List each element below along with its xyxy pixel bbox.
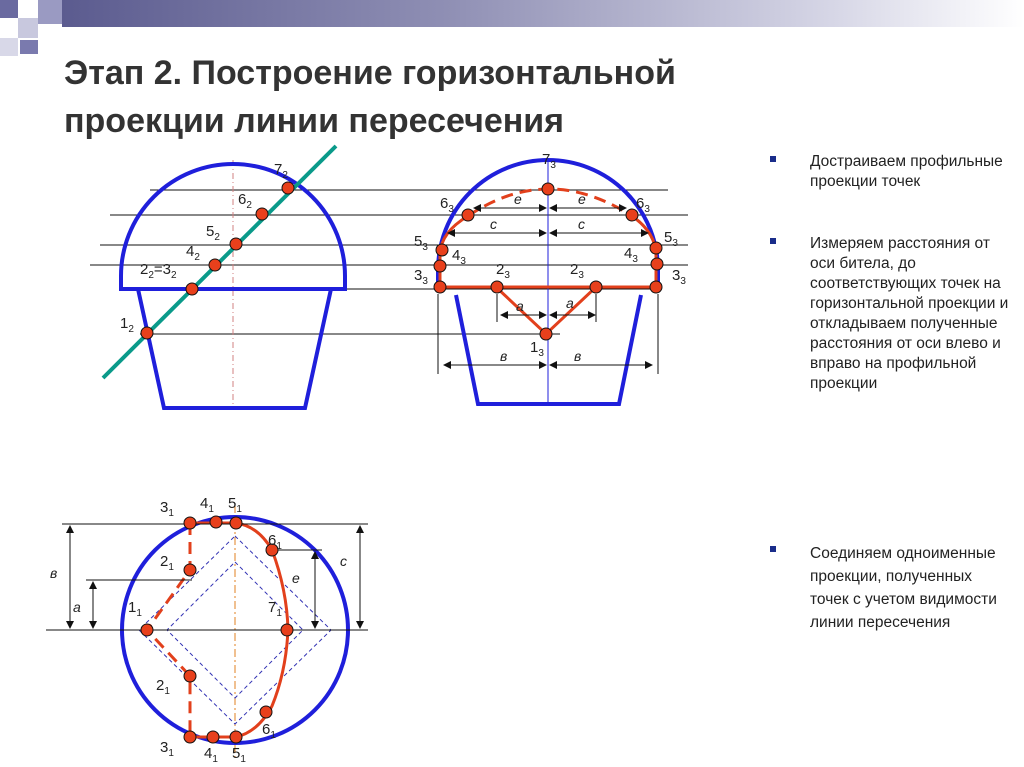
side-dim-c-left-label: с: [490, 216, 497, 232]
front-frustum-outline: [136, 288, 333, 410]
title-line-1: Этап 2. Построение горизонтальной: [64, 54, 676, 92]
corner-square-4: [0, 38, 18, 56]
side-view: е е с с а а в в 73 63 63 53 53 43 43 33 …: [414, 151, 686, 406]
top-dim-b-label: в: [50, 565, 57, 581]
side-point-4-right: [650, 257, 664, 271]
bullet-square-icon: [770, 546, 776, 552]
side-label-1: 13: [530, 339, 544, 359]
corner-square-2: [38, 0, 62, 24]
top-label-4-lower: 41: [204, 745, 218, 765]
side-label-5-left: 53: [414, 233, 428, 253]
corner-square-1: [0, 0, 18, 18]
side-dim-a-right-label: а: [566, 295, 574, 311]
top-point-6-lower: [259, 705, 273, 719]
front-dome-outline: [119, 162, 347, 291]
bullet-square-icon: [770, 156, 776, 162]
top-point-4-lower: [206, 730, 220, 744]
top-label-2-upper: 21: [160, 553, 174, 573]
side-point-5-right: [649, 241, 663, 255]
slide-title: Этап 2. Построение горизонтальной проекц…: [64, 49, 824, 145]
top-dim-c-label: с: [340, 553, 347, 569]
side-point-1: [539, 327, 553, 341]
front-label-4: 42: [186, 243, 200, 263]
front-point-1: [140, 326, 154, 340]
side-dome-outline: [436, 158, 660, 287]
side-dim-e-right-label: е: [578, 191, 586, 207]
top-point-3-upper: [183, 516, 197, 530]
side-label-3-right: 33: [672, 267, 686, 287]
side-point-5-left: [435, 243, 449, 257]
top-label-7: 71: [268, 599, 282, 619]
side-label-2-left: 23: [496, 261, 510, 281]
front-label-5: 52: [206, 223, 220, 243]
top-dim-e-label: е: [292, 570, 300, 586]
top-label-3-upper: 31: [160, 499, 174, 519]
side-label-2-right: 23: [570, 261, 584, 281]
corner-square-5: [20, 40, 38, 54]
side-label-5-right: 53: [664, 229, 678, 249]
side-point-2-right: [589, 280, 603, 294]
front-point-2-3: [185, 282, 199, 296]
side-label-4-left: 43: [452, 247, 466, 267]
front-label-6: 62: [238, 191, 252, 211]
side-section-v: [494, 285, 598, 337]
top-label-5-upper: 51: [228, 495, 242, 515]
side-point-2-left: [490, 280, 504, 294]
side-point-3-right: [649, 280, 663, 294]
side-dim-b-right-label: в: [574, 348, 581, 364]
top-label-6-lower: 61: [262, 721, 276, 741]
top-label-6-upper: 61: [268, 532, 282, 552]
side-label-4-right: 43: [624, 245, 638, 265]
front-view: 72 62 52 42 22=32 12: [101, 144, 347, 410]
title-bar-gradient: [62, 0, 1024, 27]
side-point-4-left: [433, 259, 447, 273]
title-line-2: проекции линии пересечения: [64, 102, 565, 140]
front-point-6: [255, 207, 269, 221]
side-point-6-right: [625, 208, 639, 222]
top-dim-a-label: а: [73, 599, 81, 615]
top-point-2-lower: [183, 669, 197, 683]
side-dim-e-left-label: е: [514, 191, 522, 207]
front-point-4: [208, 258, 222, 272]
top-label-5-lower: 51: [232, 745, 246, 765]
instruction-text-1: Достраиваем профильные проекции точек: [810, 153, 1003, 190]
top-label-1: 11: [128, 599, 142, 619]
side-label-6-left: 63: [440, 195, 454, 215]
top-label-2-lower: 21: [156, 677, 170, 697]
front-point-5: [229, 237, 243, 251]
side-label-6-right: 63: [636, 195, 650, 215]
top-outer-square: [138, 535, 332, 725]
top-point-3-lower: [183, 730, 197, 744]
top-inner-square: [166, 561, 304, 699]
bullet-square-icon: [770, 238, 776, 244]
top-point-6-upper: [265, 543, 279, 557]
side-label-3-left: 33: [414, 267, 428, 287]
horizontal-section-lines: [90, 189, 688, 335]
side-dim-b-left-label: в: [500, 348, 507, 364]
side-frustum-outline: [454, 294, 643, 406]
side-point-3-left: [433, 280, 447, 294]
front-label-1: 12: [120, 315, 134, 335]
instruction-text-2: Измеряем расстояния от оси битела, до со…: [810, 235, 1009, 392]
top-point-4-upper: [209, 515, 223, 529]
side-point-6-left: [461, 208, 475, 222]
front-label-7: 72: [274, 161, 288, 181]
instruction-text-3: Соединяем одноименные проекции, полученн…: [810, 545, 997, 631]
top-point-1: [140, 623, 154, 637]
top-view: в а е с 31 41 51 61 21 11 71 21 61 31 41…: [46, 495, 368, 765]
front-label-2-3: 22=32: [140, 261, 177, 281]
top-point-5-lower: [229, 730, 243, 744]
corner-square-3: [18, 18, 38, 38]
front-point-7: [281, 181, 295, 195]
top-label-4-upper: 41: [200, 495, 214, 515]
side-point-7: [541, 182, 555, 196]
side-dim-c-right-label: с: [578, 216, 585, 232]
side-label-7: 73: [542, 151, 556, 171]
top-label-3-lower: 31: [160, 739, 174, 759]
top-point-5-upper: [229, 516, 243, 530]
top-point-7: [280, 623, 294, 637]
top-point-2-upper: [183, 563, 197, 577]
side-dim-a-left-label: а: [516, 298, 524, 314]
